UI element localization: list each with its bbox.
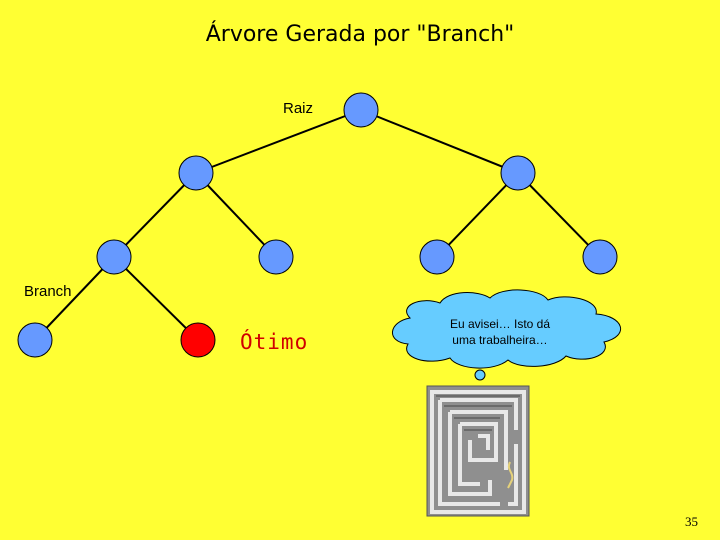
tree-node-optimal — [181, 323, 215, 357]
tree-node — [583, 240, 617, 274]
optimal-label: Ótimo — [240, 330, 308, 354]
tree-node — [18, 323, 52, 357]
tree-node — [259, 240, 293, 274]
page-number: 35 — [685, 514, 698, 530]
tree-node — [501, 156, 535, 190]
tree-node — [179, 156, 213, 190]
root-label: Raiz — [283, 100, 313, 117]
edge-l-ll — [114, 173, 196, 257]
edge-root-right — [361, 110, 518, 173]
branch-label: Branch — [24, 283, 72, 300]
edge-ll-llr — [114, 257, 198, 340]
edge-root-left — [196, 110, 361, 173]
bubble-dot-large — [475, 370, 485, 380]
bubble-text: Eu avisei… Isto dá uma trabalheira… — [440, 316, 560, 348]
maze-icon — [427, 386, 529, 516]
edge-r-rl — [437, 173, 518, 257]
tree-node-root — [344, 93, 378, 127]
tree-node-branch — [97, 240, 131, 274]
edge-r-rr — [518, 173, 600, 257]
tree-node — [420, 240, 454, 274]
